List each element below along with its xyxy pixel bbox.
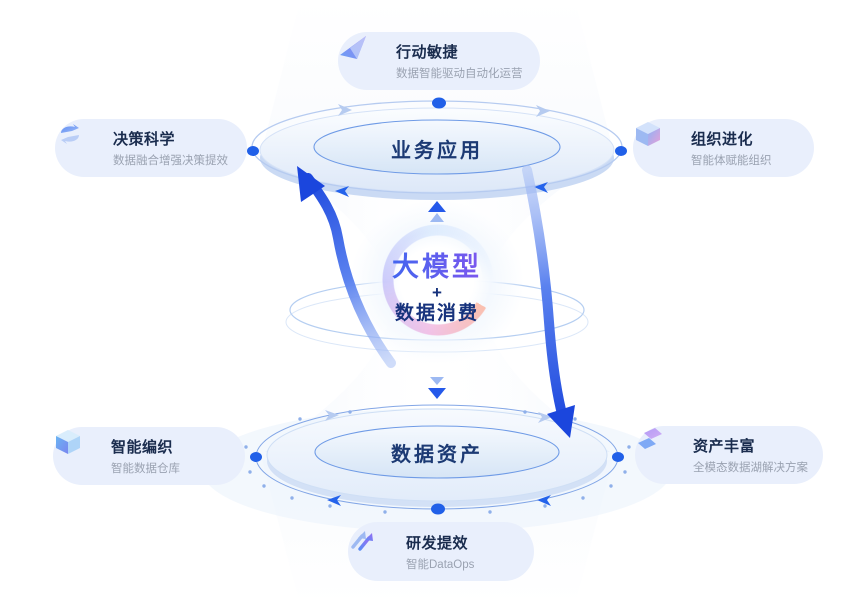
card-title: 行动敏捷 [396,44,459,61]
card-subtitle: 智能体赋能组织 [691,155,772,167]
card-text: 决策科学 数据融合增强决策提效 [113,128,228,168]
card-subtitle: 数据智能驱动自动化运营 [396,68,523,80]
card-action-agility: 行动敏捷 数据智能驱动自动化运营 [338,32,540,90]
card-asset-rich: 资产丰富 全模态数据湖解决方案 [635,426,823,484]
sync-loop-icon [61,124,101,163]
card-title: 决策科学 [113,131,176,148]
card-intelligent-weaving: 智能编织 智能数据仓库 [53,427,245,485]
card-text: 行动敏捷 数据智能驱动自动化运营 [396,41,523,81]
bottom-disc-label: 数据资产 [391,444,483,466]
crystal-cube-icon [56,430,99,471]
card-text: 智能编织 智能数据仓库 [111,436,180,476]
card-title: 资产丰富 [693,438,756,455]
center-plus-sign: + [432,283,442,303]
center-title: 大模型 [337,252,537,282]
card-subtitle: 智能DataOps [406,558,475,571]
double-arrows-icon [351,531,394,567]
card-subtitle: 数据融合增强决策提效 [113,155,228,167]
center-subtitle: 数据消费 [394,303,479,325]
card-text: 研发提效 智能DataOps [406,532,474,572]
card-text: 资产丰富 全模态数据湖解决方案 [693,435,808,475]
card-text: 组织进化 智能体赋能组织 [691,128,772,168]
card-subtitle: 智能数据仓库 [111,463,180,475]
card-decision-science: 决策科学 数据融合增强决策提效 [55,119,247,177]
card-title: 组织进化 [691,131,754,148]
card-rnd-efficiency: 研发提效 智能DataOps [348,522,534,581]
bottom-disc [244,404,662,515]
layers-icon [638,428,681,470]
card-title: 研发提效 [406,534,469,552]
center-text-block: 大模型 + 数据消费 [337,252,537,325]
cube-icon [636,122,679,163]
pyramid-icon [340,36,384,76]
center-decor-ring [382,224,494,336]
top-disc-label: 业务应用 [391,140,483,162]
card-subtitle: 全模态数据湖解决方案 [693,462,808,474]
card-organization-evolution: 组织进化 智能体赋能组织 [633,119,814,177]
card-title: 智能编织 [111,439,174,456]
